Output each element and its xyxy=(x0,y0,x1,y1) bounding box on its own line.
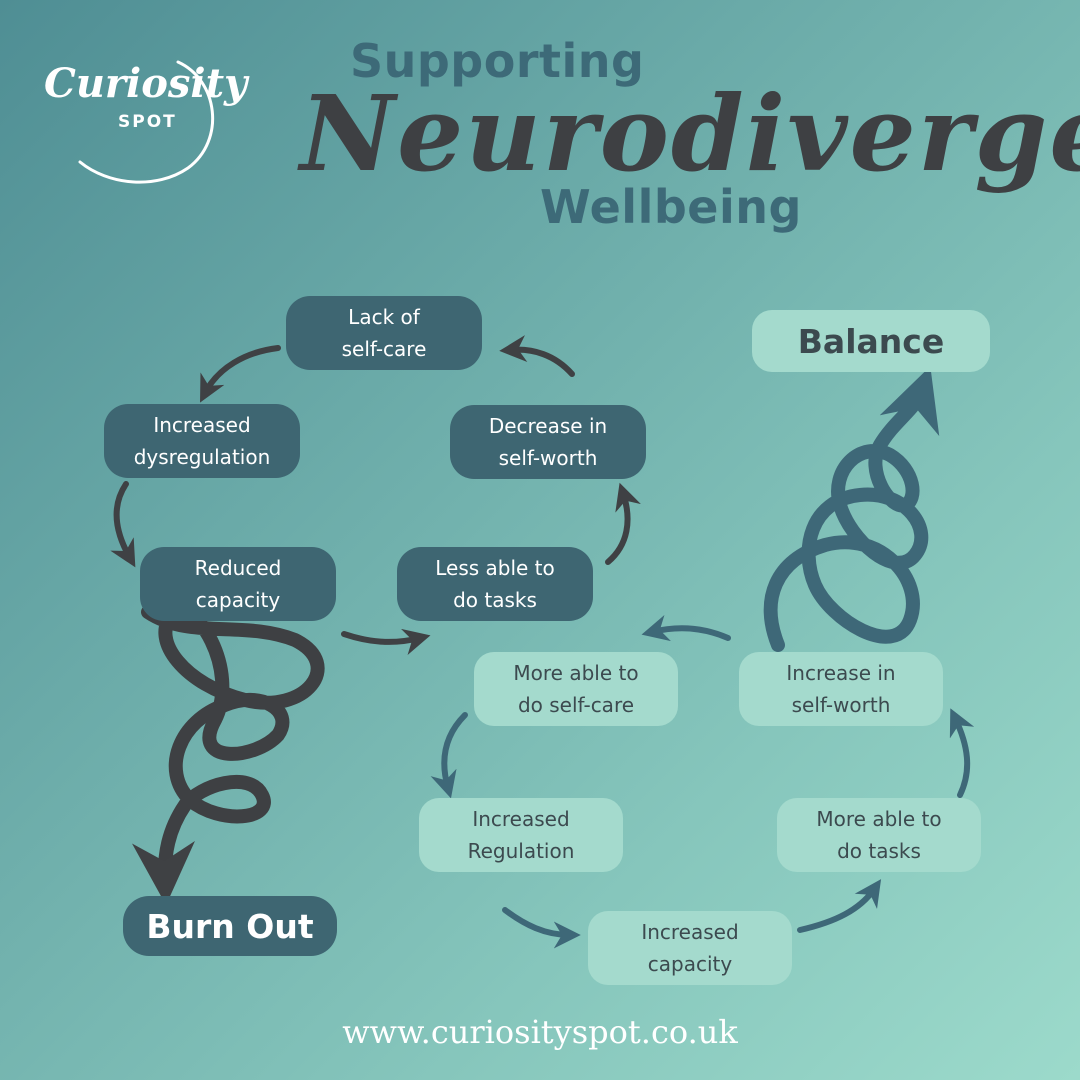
end-label-burn-out: Burn Out xyxy=(123,896,337,956)
arrow-regulation-to-capacity xyxy=(502,907,581,949)
node-more-able-to-do-self-care: More able to do self-care xyxy=(474,652,678,726)
node-reduced-capacity: Reduced capacity xyxy=(140,547,336,621)
title-neurodivergent: Neurodivergent xyxy=(300,72,1080,195)
logo-subtitle: SPOT xyxy=(118,112,177,132)
end-label-balance: Balance xyxy=(752,310,990,372)
curiosity-spot-logo: Curiosity SPOT xyxy=(38,50,247,190)
arrow-reduced-to-lessable xyxy=(341,628,431,656)
website-url: www.curiosityspot.co.uk xyxy=(342,1013,738,1051)
node-increase-in-self-worth: Increase in self-worth xyxy=(739,652,943,726)
arrow-moreable-to-regulation xyxy=(430,712,468,799)
node-increased-regulation: Increased Regulation xyxy=(419,798,623,872)
node-more-able-to-do-tasks: More able to do tasks xyxy=(777,798,981,872)
arrow-lessable-to-decrease xyxy=(605,482,641,565)
arrow-selfworth-to-moreable xyxy=(641,614,731,642)
arrow-lackselfcare-to-dysregulation xyxy=(200,345,281,403)
node-less-able-to-do-tasks: Less able to do tasks xyxy=(397,547,593,621)
node-decrease-in-self-worth: Decrease in self-worth xyxy=(450,405,646,479)
arrow-tasks-to-selfworth xyxy=(949,708,975,798)
node-increased-dysregulation: Increased dysregulation xyxy=(104,404,300,478)
balance-spiral xyxy=(763,366,940,652)
node-lack-of-self-care: Lack of self-care xyxy=(286,296,482,370)
logo-wordmark: Curiosity xyxy=(44,60,248,107)
node-increased-capacity: Increased capacity xyxy=(588,911,792,985)
arrow-dysregulation-to-reduced xyxy=(110,481,136,568)
logo-swoosh-icon xyxy=(78,60,215,184)
arrow-capacity-to-tasks xyxy=(797,879,882,933)
burnout-spiral xyxy=(132,604,325,906)
arrow-decrease-to-lackselfcare xyxy=(499,335,575,377)
title-supporting: Supporting xyxy=(350,34,645,88)
title-wellbeing: Wellbeing xyxy=(540,180,802,234)
